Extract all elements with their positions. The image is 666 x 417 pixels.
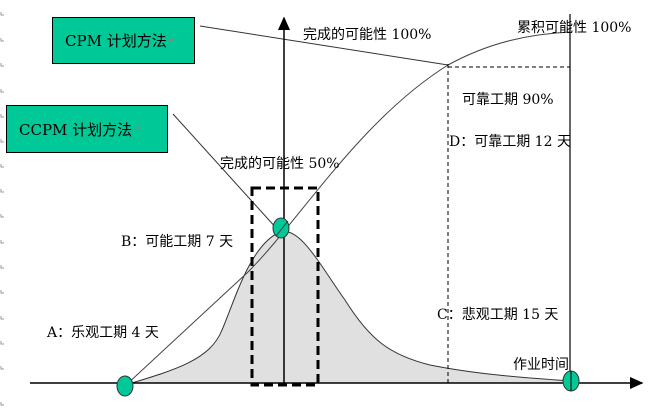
ccpm-buffer-box xyxy=(250,186,320,387)
ccpm-method-label: CCPM 计划方法 xyxy=(19,120,133,139)
reliable-90-label: 可靠工期 90% xyxy=(462,92,554,108)
completion-100-label: 完成的可能性 100% xyxy=(303,27,432,43)
cpm-method-box: CPM 计划方法↵ xyxy=(52,17,195,64)
ccpm-connector-line xyxy=(172,113,279,231)
cpm-method-label: CPM 计划方法 xyxy=(65,32,167,50)
cpm-connector-line xyxy=(199,25,449,66)
b-likely-duration-label: B：可能工期 7 天 xyxy=(121,234,234,250)
node-likely-stroke xyxy=(275,220,289,237)
node-likely xyxy=(272,217,290,239)
c-pessimistic-duration-label: C：悲观工期 15 天 xyxy=(437,307,559,323)
completion-50-label: 完成的可能性 50% xyxy=(220,156,340,172)
a-optimistic-duration-label: A：乐观工期 4 天 xyxy=(47,325,159,341)
ccpm-method-box: CCPM 计划方法↵ xyxy=(6,105,168,153)
d-reliable-duration-label: D：可靠工期 12 天 xyxy=(449,134,571,150)
x-axis-label: 作业时间 xyxy=(513,357,569,373)
cumulative-100-label: 累积可能性 100% xyxy=(517,20,632,36)
node-optimistic xyxy=(116,375,134,397)
margin-marks xyxy=(0,12,4,406)
